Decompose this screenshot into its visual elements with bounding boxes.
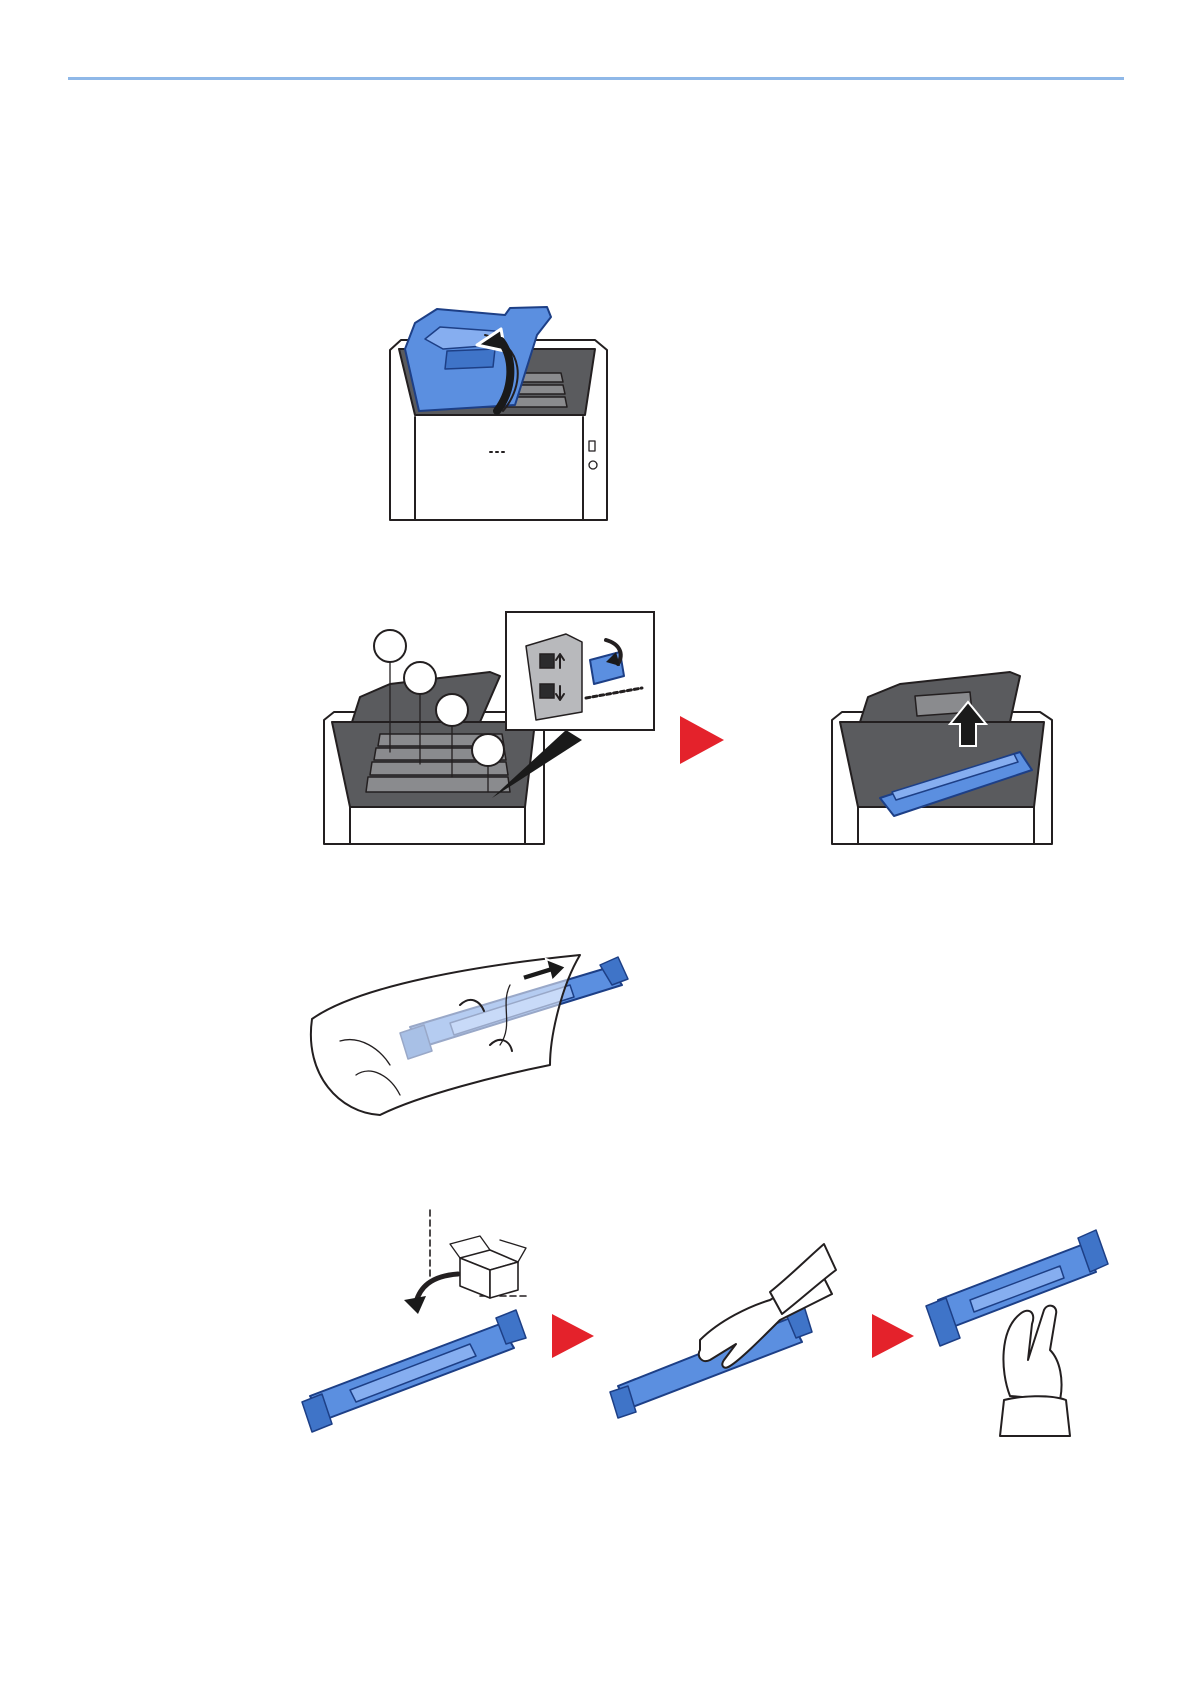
toner-in-bag-icon — [300, 945, 660, 1115]
triangle-right-icon — [680, 716, 724, 764]
printer-open-cover-icon — [385, 305, 615, 520]
step-arrow-1 — [680, 716, 724, 764]
figure-open-top-cover — [385, 305, 615, 520]
figure-shake-new-toner — [300, 1210, 1090, 1440]
printer-toner-release-icon — [320, 612, 1140, 844]
toner-shake-steps-icon — [300, 1210, 1090, 1440]
figure-remove-toner-container — [320, 612, 1140, 844]
header-rule — [68, 77, 1124, 80]
triangle-right-icon — [872, 1314, 914, 1358]
figure-unpack-new-toner — [300, 945, 660, 1115]
triangle-right-icon — [552, 1314, 594, 1358]
